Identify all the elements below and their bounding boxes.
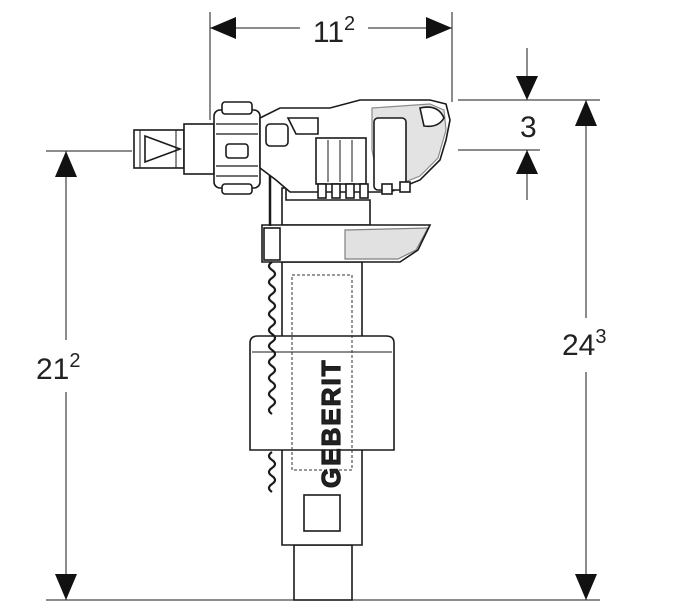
head-teeth [317,181,411,199]
brand-logo: GEBERIT [316,358,346,488]
arrow-up-icon [516,150,538,174]
width-dimension-sup: 2 [344,13,355,35]
inlet-height-sup: 2 [69,350,80,372]
total-height-dimension: 243 [562,100,607,600]
inlet-height-value: 21 [36,353,69,386]
arrow-up-icon [575,100,597,126]
arrow-left-icon [210,17,236,39]
internal-outline [291,274,353,471]
svg-text:243: 243 [562,326,607,362]
float-cup-shade [344,227,430,260]
outlet-tube [293,544,353,601]
arrow-up-icon [55,151,77,177]
top-offset-value: 3 [520,111,537,144]
arrow-down-icon [516,76,538,100]
float-block [249,335,395,451]
svg-text:212: 212 [36,350,81,386]
arrow-right-icon [426,17,452,39]
valve-head [259,99,451,199]
width-dimension-value: 11 [313,16,344,49]
spring-chain [263,142,281,493]
label-square [303,494,341,532]
arrow-down-icon [575,574,597,600]
top-offset-dimension: 3 [458,48,600,200]
inlet-connector [133,101,261,195]
width-dimension: 112 [209,12,453,120]
inlet-height-dimension: 212 [36,150,132,600]
total-height-sup: 3 [595,326,606,348]
svg-text:112: 112 [313,13,355,49]
total-height-value: 24 [562,329,595,362]
arrow-down-icon [55,574,77,600]
fill-valve: GEBERIT [133,99,451,601]
